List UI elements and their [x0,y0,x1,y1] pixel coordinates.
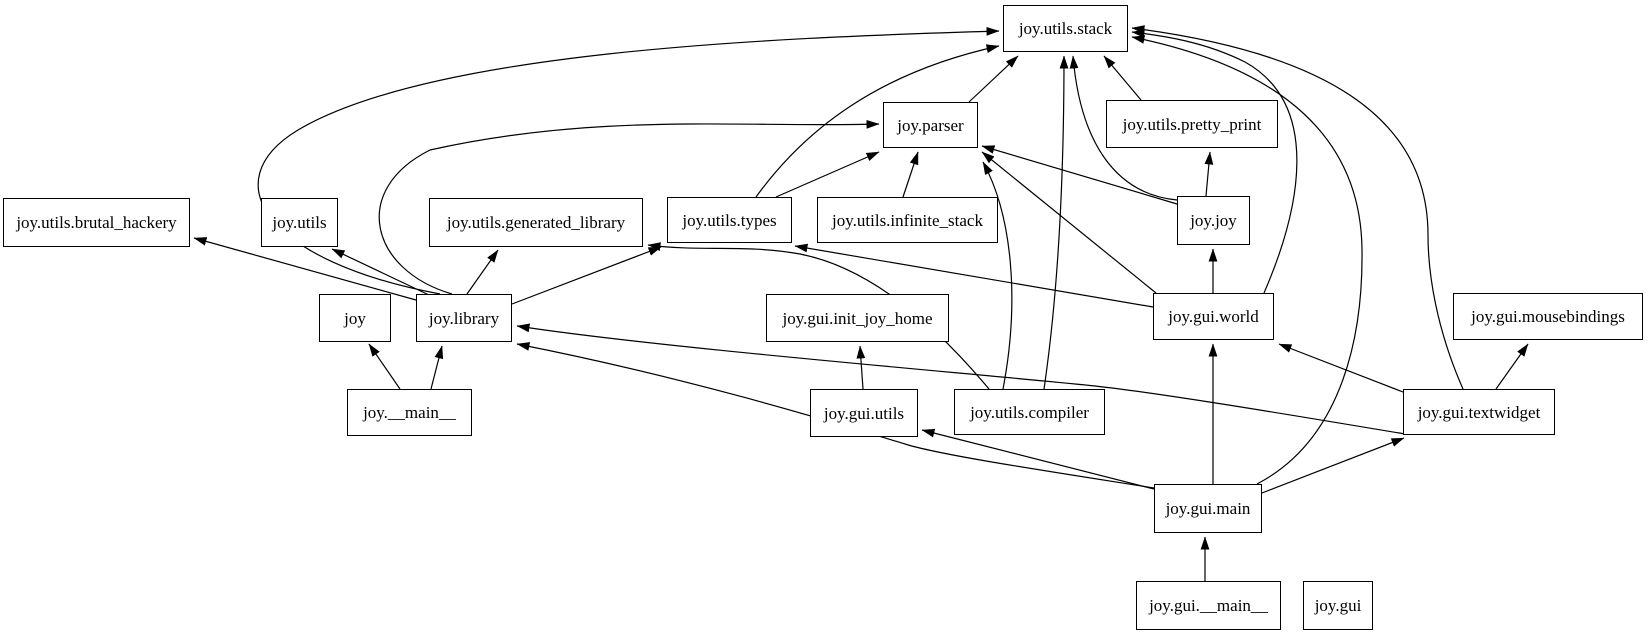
graph-node-joy-utils-brutal-hackery: joy.utils.brutal_hackery [3,198,190,247]
edge-joy-gui-world-to-joy-utils-types [794,243,1154,308]
graph-node-label: joy.gui.init_joy_home [782,308,933,328]
graph-node-joy-utils-compiler: joy.utils.compiler [954,389,1105,435]
edge-joy-library-to-joy-utils-types [511,246,662,305]
graph-node-joy-utils-pretty-print: joy.utils.pretty_print [1106,100,1278,148]
graph-node-label: joy.gui.textwidget [1417,402,1541,422]
graph-node-label: joy.utils.infinite_stack [832,210,983,230]
graph-node-joy-gui-utils: joy.gui.utils [810,389,918,437]
edge-joy-library-to-joy-utils-brutal-hackery [193,237,417,301]
graph-node-label: joy.joy [1190,211,1237,230]
edge-joy-gui-utils-to-joy-gui-init-joy-home [856,345,866,390]
edge-joy-gui-main-to-joy-gui-utils [921,428,1155,490]
graph-node-label: joy.library [428,308,500,328]
edge-joy-gui-world-to-joy-parser [981,151,1157,294]
edge-group [193,25,1529,581]
graph-node-joy-gui-main-main: joy.gui.__main__ [1136,581,1281,630]
graph-node-joy-gui-textwidget: joy.gui.textwidget [1403,389,1555,435]
edge-joy-main-to-joy [368,343,401,390]
edge-joy-gui-main-to-joy-library [516,342,1155,489]
edge-joy-utils-compiler-to-joy-utils-stack [1043,55,1069,390]
edge-joy-joy-to-joy-utils-stack [1069,55,1178,201]
graph-node-joy-utils-stack: joy.utils.stack [1003,5,1128,52]
edge-joy-gui-textwidget-to-joy-gui-world [1278,343,1404,393]
graph-node-label: joy.utils [272,213,327,232]
graph-node-joy-joy: joy.joy [1177,196,1250,245]
edge-joy-utils-compiler-to-joy-parser [982,161,1013,390]
graph-node-joy-gui-world: joy.gui.world [1153,293,1274,340]
graph-node-label: joy.utils.types [682,210,777,230]
graph-node-label: joy.gui [1314,596,1362,615]
edge-joy-utils-types-to-joy-parser [775,151,880,198]
edge-joy-gui-main-to-joy-gui-textwidget [1261,437,1405,494]
edge-joy-library-to-joy-parser [378,119,880,295]
edge-joy-utils-types-to-joy-utils-stack [755,44,1000,198]
edge-joy-utils-infinite-stack-to-joy-parser [902,151,919,198]
edge-joy-parser-to-joy-utils-stack [968,55,1019,103]
graph-node-label: joy.gui.world [1168,307,1259,326]
edge-joy-gui-textwidget-to-joy-gui-mousebindings [1495,343,1529,390]
edge-joy-joy-to-joy-parser [981,145,1178,205]
edge-joy-library-to-joy-utils [331,248,430,296]
graph-node-label: joy.gui.__main__ [1149,596,1268,615]
graph-node-label: joy [344,308,366,328]
graph-node-joy-gui-main: joy.gui.main [1154,484,1262,533]
graph-node-joy-main: joy.__main__ [347,389,472,436]
graph-node-label: joy.gui.mousebindings [1471,307,1625,326]
graph-node-joy: joy [319,294,391,342]
graph-node-label: joy.utils.brutal_hackery [16,213,177,232]
graph-node-label: joy.utils.pretty_print [1122,114,1262,134]
graph-node-joy-gui-mousebindings: joy.gui.mousebindings [1453,293,1643,340]
edge-joy-main-to-joy-library [430,345,444,390]
graph-node-joy-gui: joy.gui [1303,581,1373,630]
edge-joy-gui-main-to-joy-utils-stack [1131,35,1363,485]
graph-node-joy-utils-infinite-stack: joy.utils.infinite_stack [817,197,998,243]
graph-node-label: joy.parser [897,115,964,135]
graph-node-label: joy.utils.generated_library [446,213,626,232]
edge-joy-library-to-joy-utils-generated-library [466,249,499,295]
edge-joy-gui-textwidget-to-joy-library [516,323,1406,435]
graph-node-label: joy.utils.stack [1018,19,1113,38]
graph-node-joy-utils: joy.utils [261,198,338,247]
edge-joy-utils-pretty-print-to-joy-utils-stack [1103,55,1142,101]
graph-node-label: joy.gui.main [1165,499,1251,518]
graph-node-label: joy.utils.compiler [970,402,1089,422]
edge-joy-gui-world-to-joy-utils-stack [1131,29,1298,294]
graph-node-joy-gui-init-joy-home: joy.gui.init_joy_home [766,294,949,342]
graph-node-label: joy.__main__ [363,403,456,422]
graph-node-joy-parser: joy.parser [883,102,978,148]
graph-node-joy-library: joy.library [416,294,512,342]
graph-node-label: joy.gui.utils [823,403,905,423]
graph-node-joy-utils-types: joy.utils.types [667,197,792,243]
edge-joy-joy-to-joy-utils-pretty-print [1204,151,1214,197]
edge-joy-gui-textwidget-to-joy-utils-stack [1131,25,1464,390]
graph-node-joy-utils-generated-library: joy.utils.generated_library [429,198,643,247]
